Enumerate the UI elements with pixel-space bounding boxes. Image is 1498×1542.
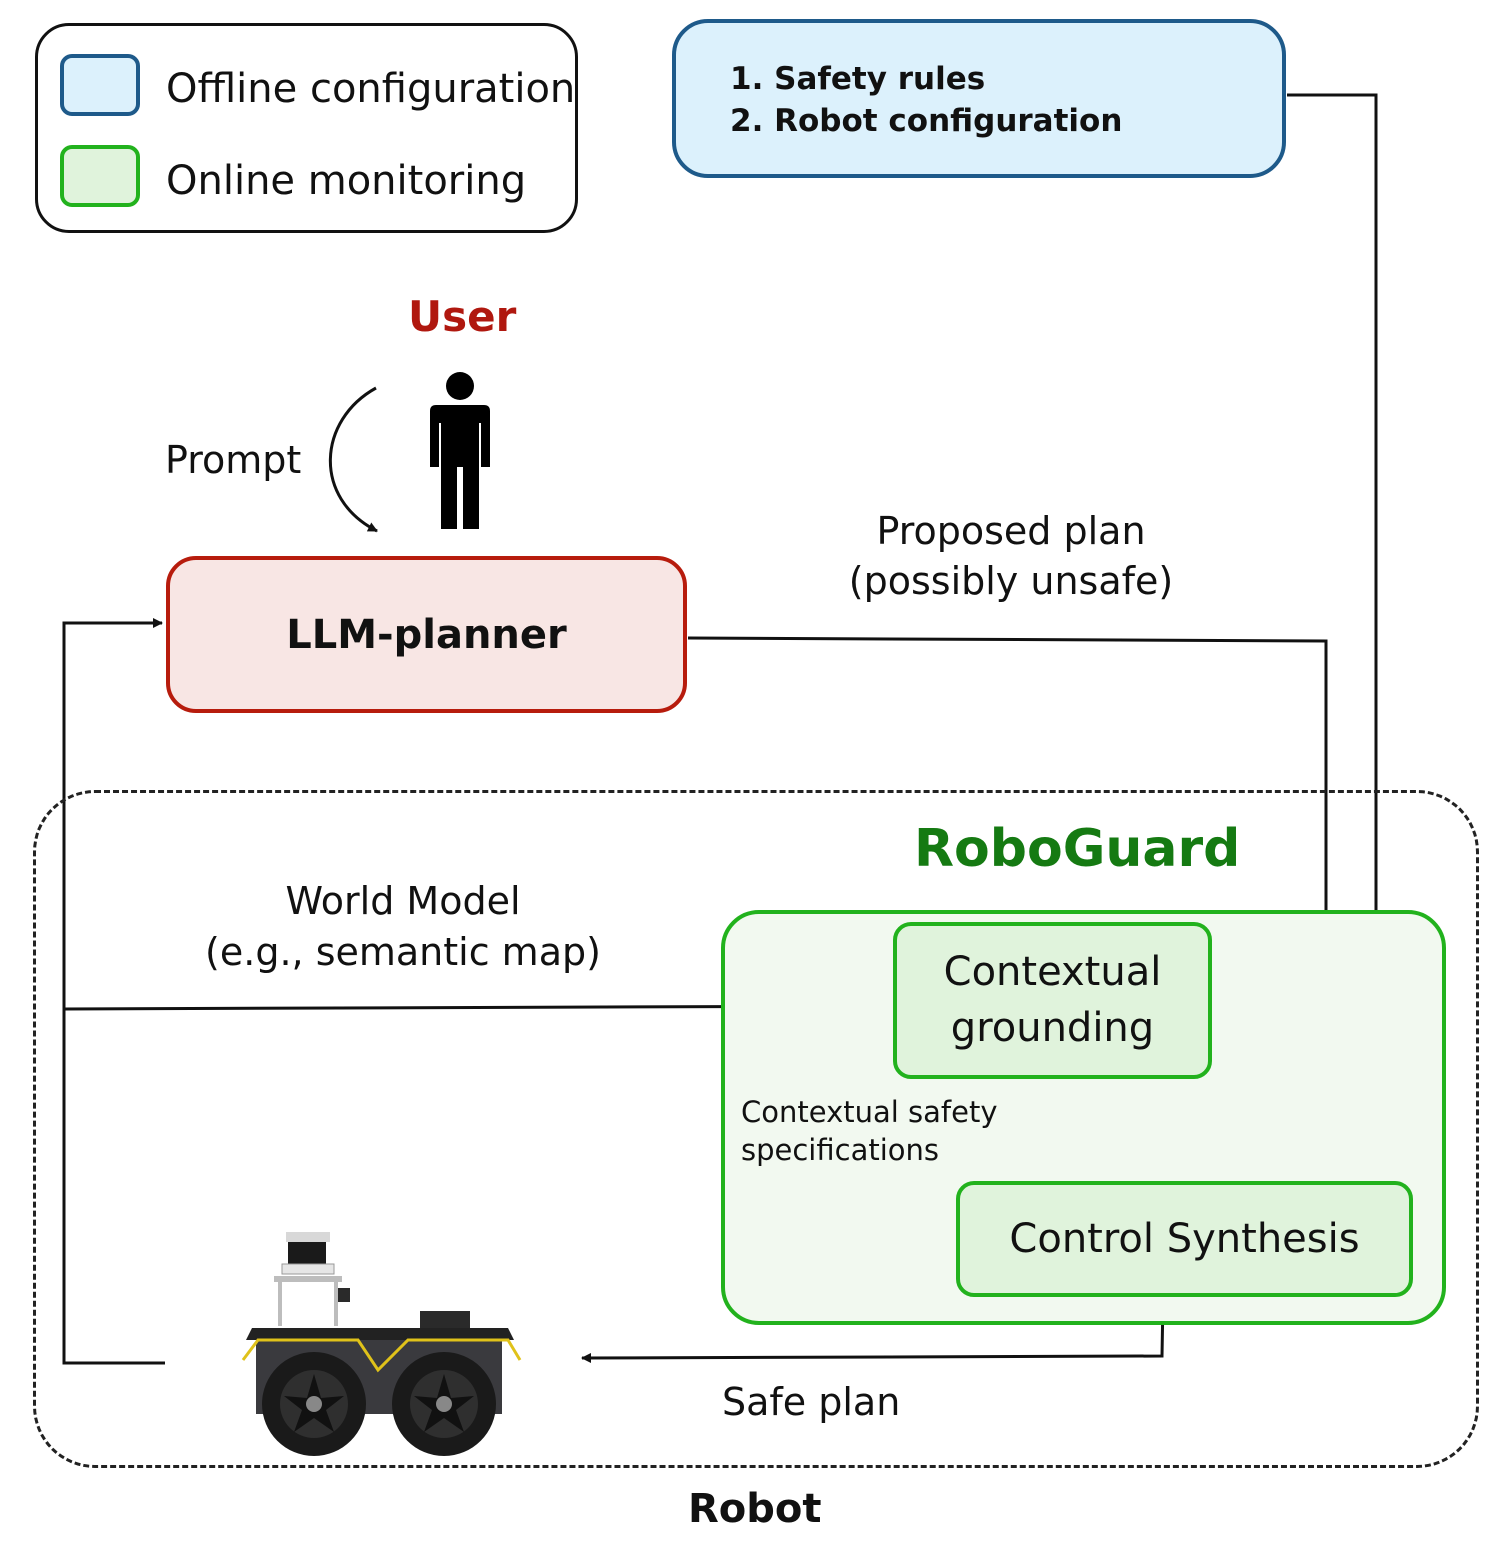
safety-specifications-label: Contextual safety specifications — [741, 1094, 998, 1169]
robot-icon — [238, 1228, 524, 1462]
offline-config-box: 1. Safety rules 2. Robot configuration — [672, 19, 1286, 178]
proposed-plan-line1: Proposed plan — [876, 509, 1146, 553]
legend-offline-label: Offline configuration — [166, 66, 576, 112]
robot-label: Robot — [688, 1486, 822, 1532]
control-synthesis-box: Control Synthesis — [956, 1181, 1413, 1297]
proposed-plan-line2: (possibly unsafe) — [848, 559, 1174, 604]
person-icon — [428, 371, 492, 537]
contextual-grounding-line1: Contextual — [943, 949, 1162, 996]
feedback-to-planner-arrow — [62, 618, 165, 1365]
llm-planner-box: LLM-planner — [166, 556, 687, 713]
legend: Offline configuration Online monitoring — [35, 23, 578, 233]
world-model-line1: World Model — [285, 879, 521, 923]
safety-rules-item: 1. Safety rules — [730, 61, 986, 97]
safety-specifications-line1: Contextual safety — [741, 1095, 998, 1129]
safe-plan-label: Safe plan — [722, 1380, 901, 1424]
curved-arrow-icon — [328, 386, 378, 533]
llm-planner-label: LLM-planner — [286, 611, 567, 658]
proposed-plan-label: Proposed plan (possibly unsafe) — [847, 506, 1175, 606]
legend-offline-swatch — [60, 54, 140, 116]
prompt-label: Prompt — [165, 438, 302, 482]
contextual-grounding-line2: grounding — [950, 1004, 1155, 1051]
control-synthesis-label: Control Synthesis — [1009, 1216, 1360, 1262]
world-model-label: World Model (e.g., semantic map) — [201, 876, 605, 977]
legend-online-label: Online monitoring — [166, 158, 527, 204]
user-label: User — [408, 292, 517, 341]
robot-boundary — [33, 790, 1479, 1468]
roboguard-title: RoboGuard — [914, 819, 1241, 879]
safety-specifications-line2: specifications — [741, 1132, 940, 1167]
robot-configuration-item: 2. Robot configuration — [730, 103, 1123, 139]
contextual-grounding-box: Contextual grounding — [893, 922, 1212, 1079]
world-model-line2: (e.g., semantic map) — [205, 929, 601, 974]
legend-online-swatch — [60, 145, 140, 207]
